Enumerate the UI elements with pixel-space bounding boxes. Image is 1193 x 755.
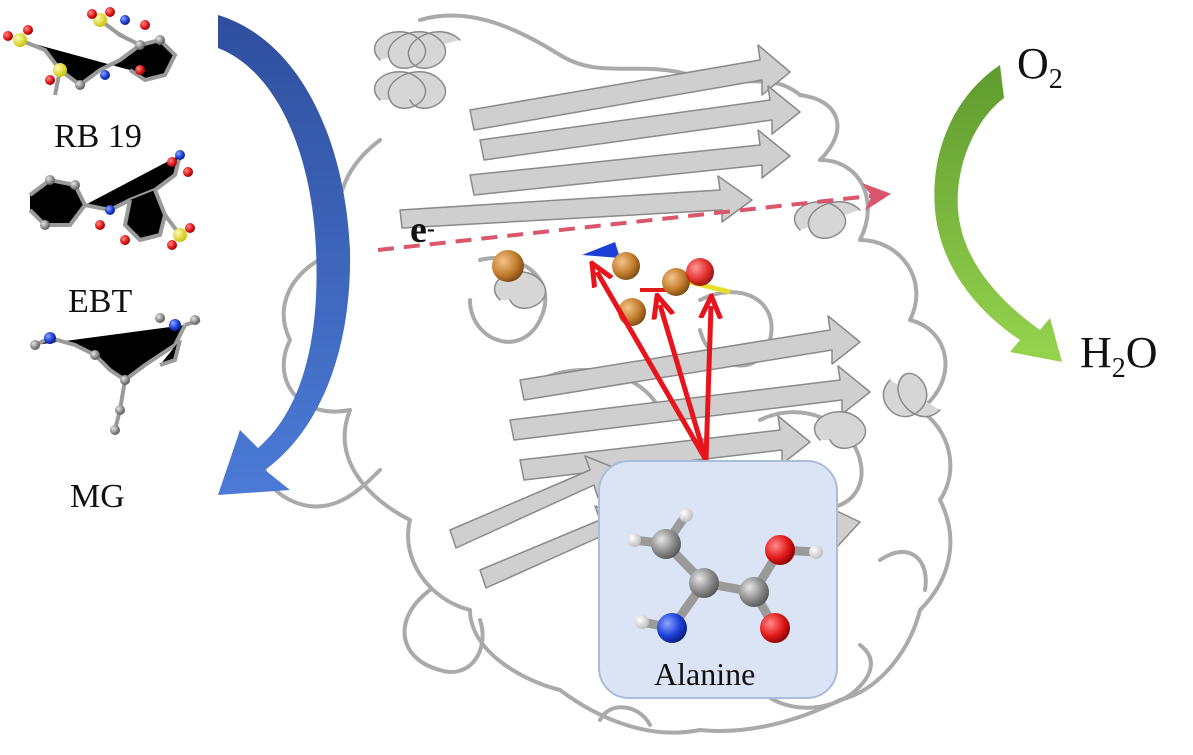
carbon-atom — [689, 568, 719, 598]
ebt-label: EBT — [68, 283, 133, 320]
rb19-label: RB 19 — [54, 118, 142, 155]
h2o-o: O — [1125, 328, 1158, 377]
nitrogen-marker — [582, 242, 620, 258]
electron-symbol: e — [410, 209, 427, 251]
copper-atom — [662, 268, 690, 296]
copper-atom — [492, 250, 524, 282]
oxygen-reduction-arrow — [934, 65, 1062, 362]
hydrogen-atom — [679, 508, 693, 522]
electron-transfer-arrow — [377, 182, 892, 252]
copper-atom — [612, 252, 640, 280]
dye-decolorization-arrow — [218, 15, 351, 495]
oxygen-label: O2 — [1017, 38, 1063, 95]
ebt-molecule — [28, 150, 195, 250]
hydrogen-atom — [809, 545, 823, 559]
red-arrow — [706, 306, 711, 461]
o2-subscript: 2 — [1048, 64, 1063, 95]
active-site — [492, 242, 731, 326]
h2o-subscript: 2 — [1111, 353, 1126, 384]
h2o-h: H — [1080, 328, 1112, 377]
rb19-molecule — [3, 7, 178, 96]
o2-main: O — [1017, 39, 1049, 88]
mg-molecule — [30, 313, 201, 435]
electron-label: e- — [410, 208, 435, 252]
electron-charge: - — [426, 216, 435, 242]
oxygen-atom — [686, 258, 714, 286]
carbon-atom — [651, 529, 681, 559]
carbon-atom — [739, 577, 769, 607]
alanine-label: Alanine — [654, 656, 756, 692]
nitrogen-atom — [657, 613, 687, 643]
red-arrow — [597, 272, 709, 462]
substrate-oxidation-arrows — [597, 272, 711, 462]
red-arrow — [660, 305, 709, 461]
water-label: H2O — [1080, 327, 1158, 384]
hydrogen-atom — [627, 533, 641, 547]
alanine-panel — [598, 460, 838, 699]
oxygen-atom — [760, 613, 790, 643]
mg-label: MG — [70, 478, 125, 515]
hydrogen-atom — [635, 615, 649, 629]
oxygen-atom — [765, 535, 795, 565]
